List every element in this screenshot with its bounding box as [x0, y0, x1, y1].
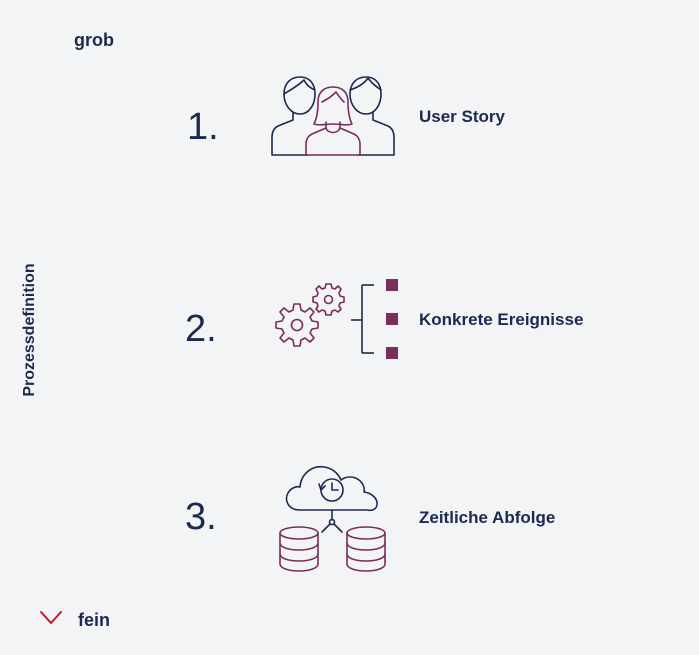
- cloud-database-icon: [279, 465, 386, 572]
- axis-bottom-label: fein: [78, 610, 111, 630]
- gears-icon: [275, 279, 398, 359]
- step-2-label: Konkrete Ereignisse: [419, 310, 584, 329]
- axis-arrow-icon: [40, 611, 62, 624]
- step-3-number: 3.: [185, 496, 217, 538]
- axis-title: Prozessdefinition: [21, 263, 38, 397]
- step-1-number: 1.: [187, 106, 219, 148]
- people-icon: [271, 76, 395, 156]
- axis-top-label: grob: [74, 30, 114, 50]
- step-2-number: 2.: [185, 308, 217, 350]
- step-1-label: User Story: [419, 107, 505, 126]
- step-3-label: Zeitliche Abfolge: [419, 508, 556, 527]
